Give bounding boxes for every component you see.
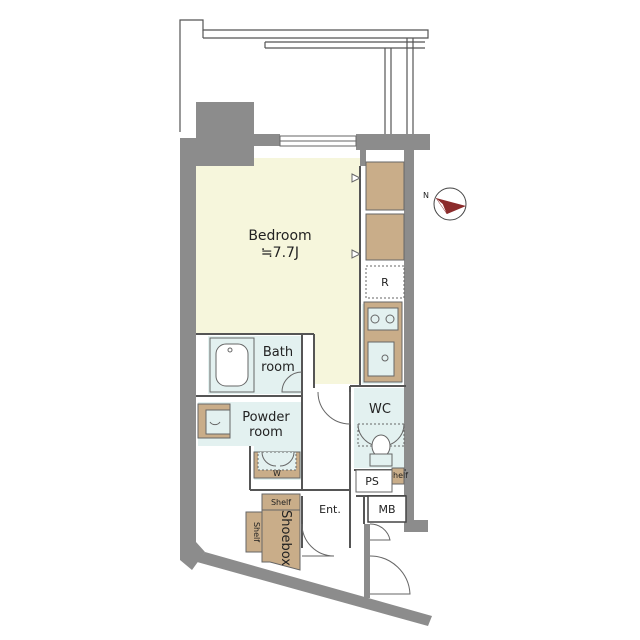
shoebox-cabinet (245, 493, 301, 571)
entry-door (301, 523, 335, 557)
balcony (179, 19, 429, 136)
compass: N (423, 187, 467, 221)
compass-north-label: N (423, 191, 429, 200)
ps-box (355, 469, 393, 493)
bedroom-name: Bedroom (248, 228, 311, 244)
bedroom-closets (351, 161, 405, 261)
window (279, 135, 357, 147)
bedroom-size: ≒7.7J (261, 245, 299, 261)
shoebox-label: Shoebox (278, 510, 293, 566)
ps-name: PS (365, 475, 379, 488)
shelf-left (245, 511, 263, 553)
shelf-top-label: Shelf (271, 498, 291, 507)
washer-space (253, 451, 301, 479)
wc-name: WC (369, 402, 391, 417)
mb-box (367, 495, 407, 523)
compass-arrow-icon (436, 198, 466, 214)
wc-fixtures (357, 423, 405, 485)
powder-room-name-1: Powder (242, 410, 290, 425)
refrigerator-label: R (381, 276, 389, 289)
bathroom-name-2: room (261, 360, 295, 375)
closet-lower (365, 213, 405, 261)
bathroom-fixtures (209, 337, 255, 393)
kitchen-counter (363, 301, 403, 383)
bedroom-floor (196, 158, 360, 384)
shelf-left-label: Shelf (252, 522, 261, 542)
powder-room-name-2: room (249, 425, 283, 440)
structural-column (196, 102, 254, 166)
hall-door (317, 391, 351, 425)
powder-room-fixtures (197, 403, 231, 439)
sink (367, 341, 395, 377)
walls (180, 102, 432, 626)
shoebox (261, 509, 301, 571)
washer-label: W (273, 469, 281, 478)
refrigerator-space: R (365, 265, 405, 299)
bathroom-door (281, 371, 303, 393)
stove (367, 307, 399, 331)
entrance-name: Ent. (319, 503, 341, 516)
mb-small-door (369, 523, 391, 541)
mb-door (369, 555, 411, 595)
wc-shelf-label: Shelf (388, 471, 408, 480)
bathroom-name-1: Bath (263, 345, 293, 360)
closet-upper (365, 161, 405, 211)
mb-name: MB (378, 503, 395, 516)
